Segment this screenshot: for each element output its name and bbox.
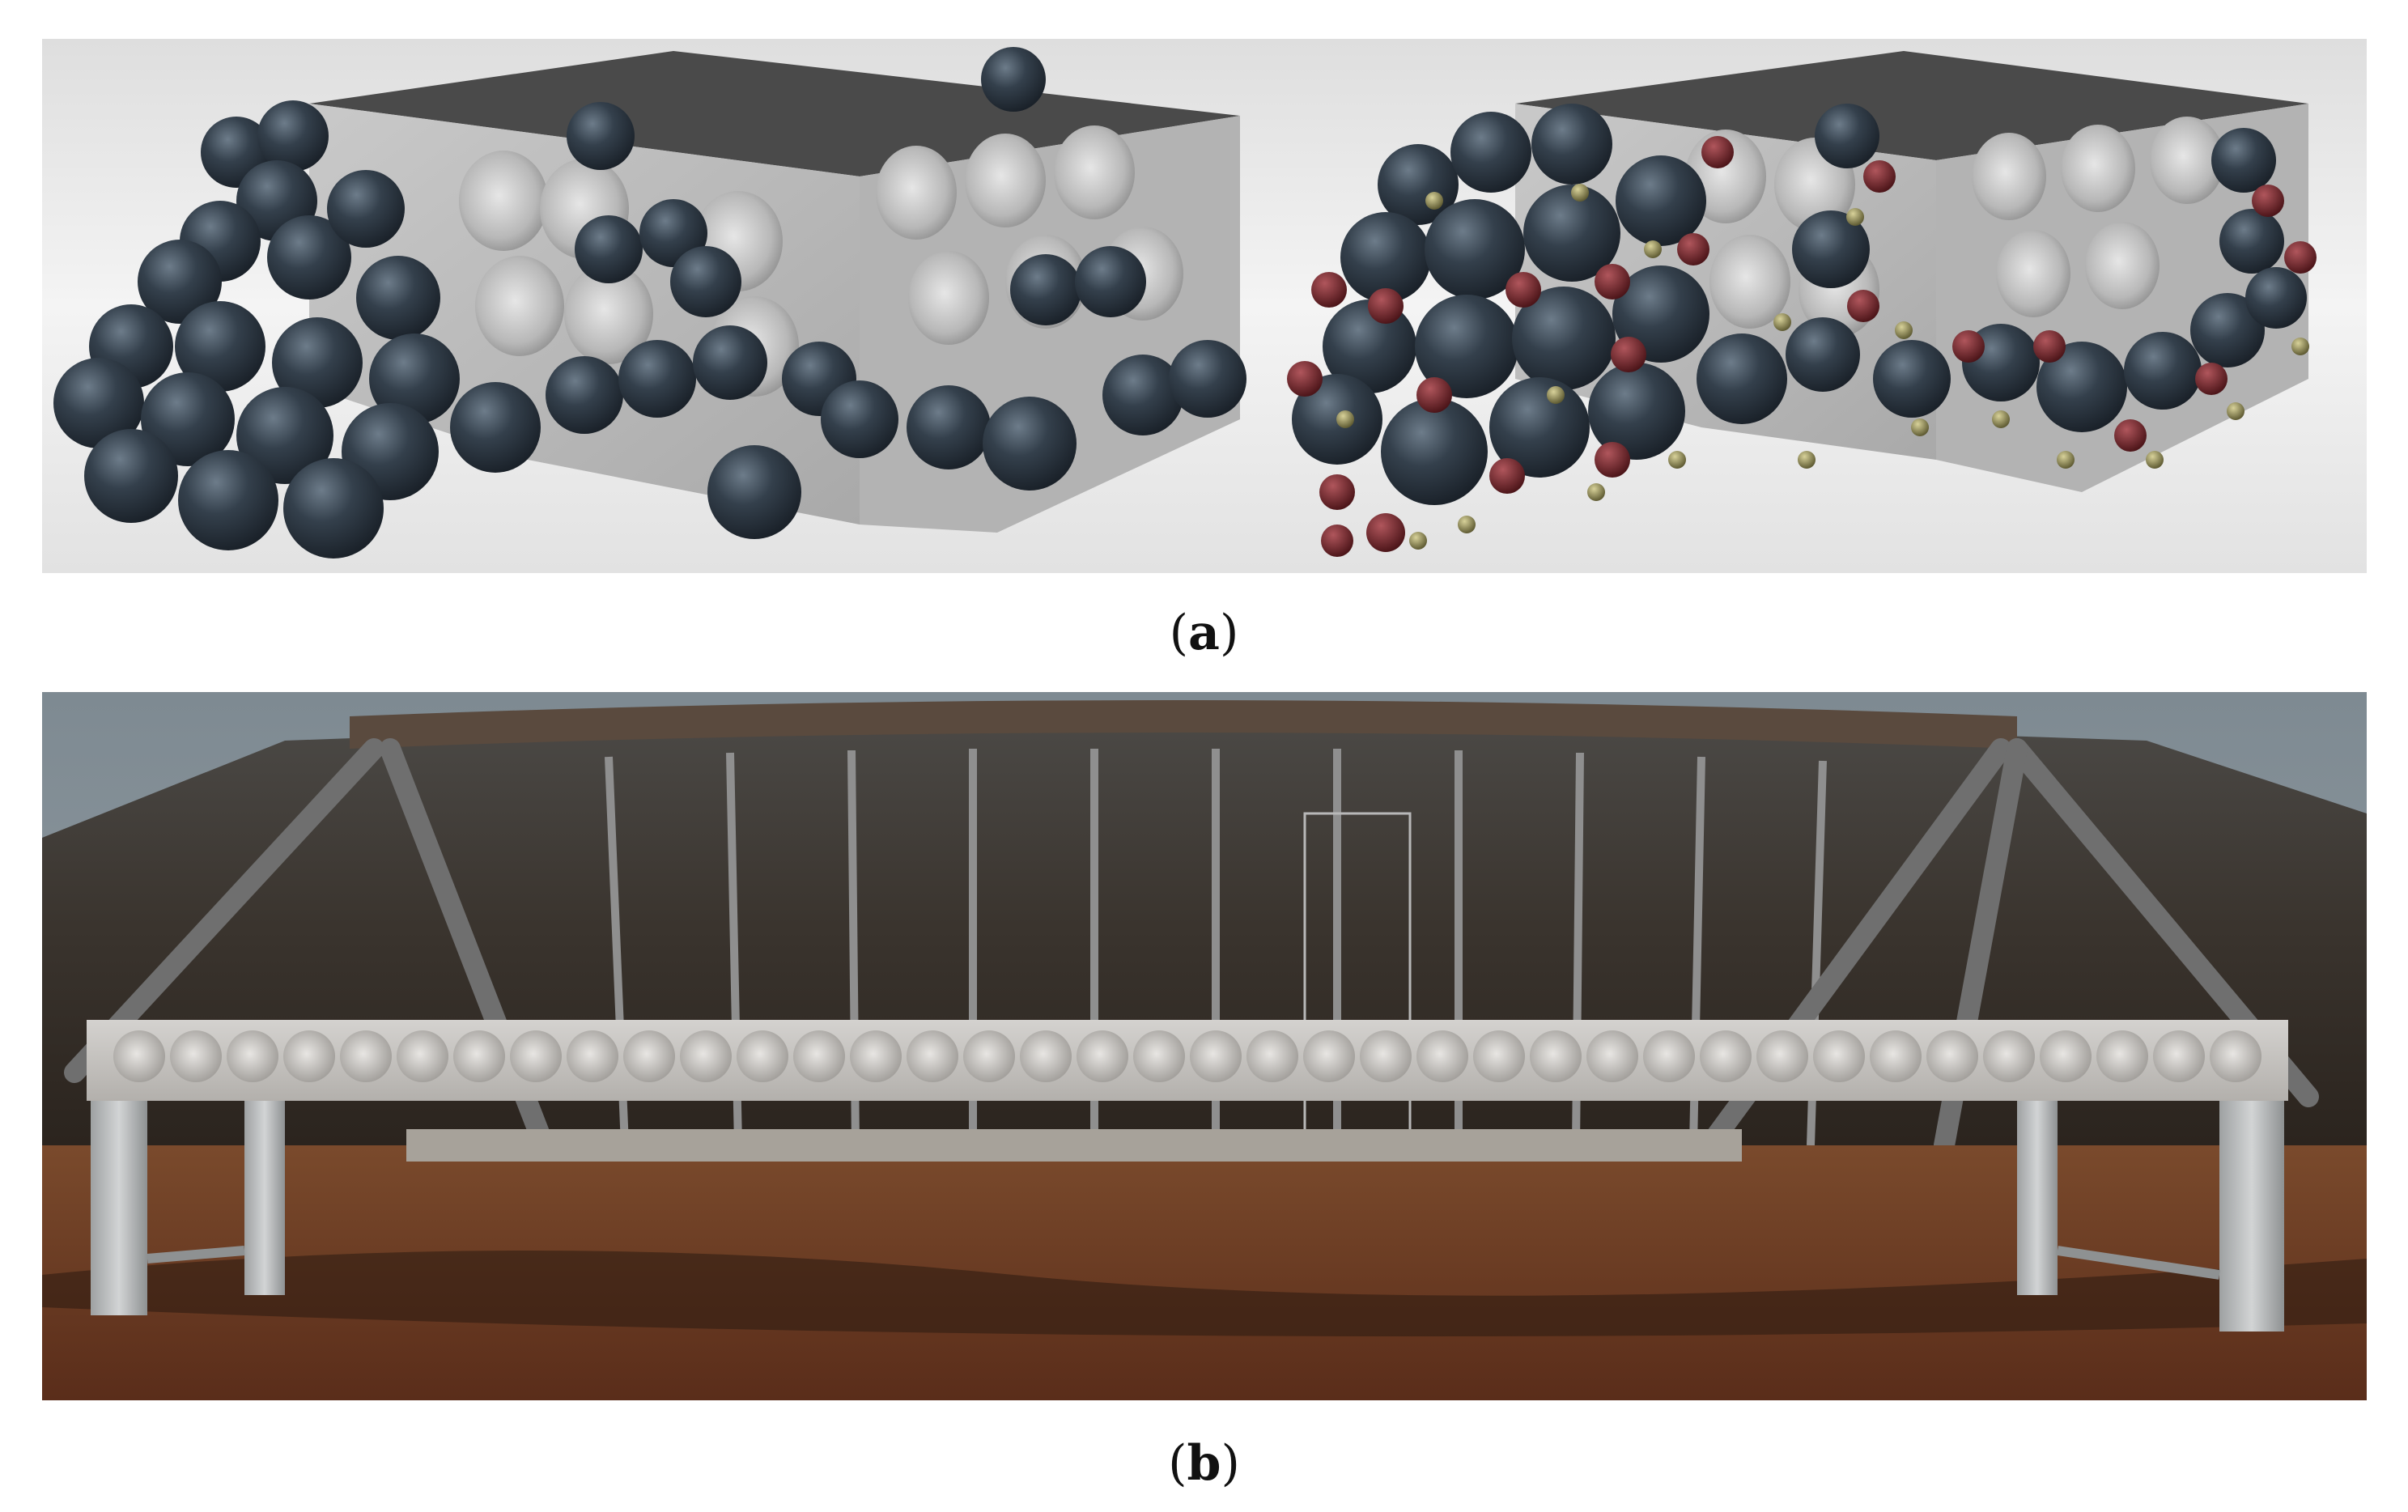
panel-a-render xyxy=(42,39,2367,573)
void-formers-monodisperse xyxy=(53,47,1246,559)
void-formers-graded-medium xyxy=(1287,136,2317,557)
panel-a-illustration xyxy=(42,39,2367,573)
beam-shadow xyxy=(42,1251,2367,1336)
void-formers-graded-large xyxy=(1292,104,2307,505)
panel-b-caption: (b) xyxy=(1168,1435,1240,1492)
panel-b-label: b xyxy=(1187,1435,1221,1492)
steel-supports xyxy=(91,1101,2284,1331)
concrete-element-left xyxy=(309,51,1240,533)
void-formers-graded-small xyxy=(1336,184,2309,550)
support-braces xyxy=(147,1246,2220,1280)
voided-concrete-beam xyxy=(87,1020,2288,1101)
panel-b-photograph xyxy=(42,692,2367,1400)
panel-b-illustration xyxy=(42,692,2367,1400)
panel-a-caption: (a) xyxy=(1169,605,1239,661)
gravel-strip xyxy=(406,1129,1742,1162)
panel-a-label: a xyxy=(1188,605,1220,661)
pavilion-roof xyxy=(350,700,2017,749)
